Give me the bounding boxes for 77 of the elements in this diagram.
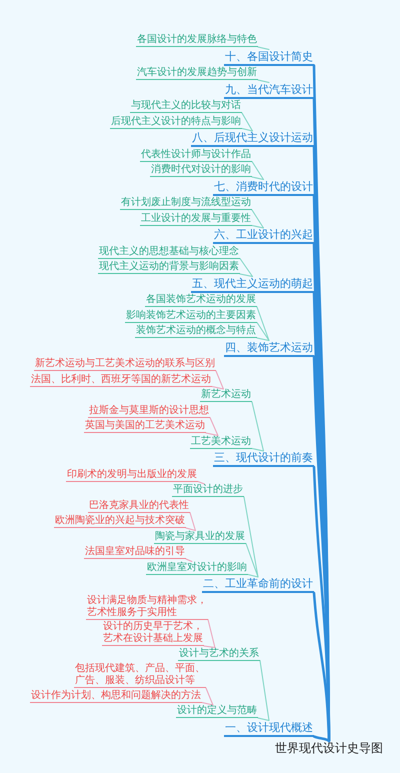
subtopic: 消费时代对设计的影响 — [150, 164, 252, 177]
branch-line — [252, 210, 264, 228]
subtopic: 有计划废止制度与流线型运动 — [120, 197, 252, 210]
branch-line — [252, 176, 264, 180]
detail-topic: 拉斯金与莫里斯的设计思想 — [88, 404, 210, 418]
branch-line — [258, 80, 270, 83]
branch-line — [256, 322, 270, 341]
subtopic: 陶瓷与家具业的发展 — [154, 530, 246, 544]
branch-line — [246, 543, 258, 578]
subtopic: 工艺美术运动 — [190, 436, 252, 448]
detail-topic: 印刷术的发明与出版业的发展 — [66, 468, 198, 482]
main-topic: 九、当代汽车设计 — [224, 82, 314, 98]
subtopic: 后现代主义设计的特点与影响 — [110, 116, 242, 128]
subtopic: 现代主义运动的背景与影响因素 — [98, 261, 240, 274]
branch-line — [198, 481, 205, 484]
branch-line — [312, 592, 330, 742]
branch-line — [252, 448, 264, 452]
detail-topic: 设计的历史早于艺术，艺术在设计基础上发展 — [102, 621, 204, 646]
branch-line — [240, 274, 253, 277]
main-topic: 五、现代主义运动的萌起 — [191, 276, 314, 292]
main-topic: 八、后现代主义设计运动 — [191, 131, 314, 147]
branch-line — [210, 417, 218, 436]
branch-line — [240, 258, 253, 277]
branch-line — [206, 432, 218, 436]
subtopic: 代表性设计师与设计作品 — [140, 148, 252, 162]
subtopic: 影响装饰艺术运动的主要因素 — [125, 310, 257, 322]
detail-topic: 设计作为计划、构思和问题解决的方法 — [30, 690, 202, 702]
main-topic: 二、工业革命前的设计 — [202, 577, 314, 593]
detail-topic: 设计满足物质与精神需求，艺术性服务于实用性 — [86, 594, 208, 620]
branch-line — [212, 386, 224, 390]
detail-topic: 英国与美国的工艺美术运动 — [84, 420, 206, 433]
subtopic: 新艺术运动 — [200, 389, 252, 402]
branch-line — [208, 619, 216, 648]
subtopic: 设计与艺术的关系 — [178, 648, 260, 660]
branch-line — [258, 46, 270, 50]
subtopic: 各国设计的发展脉络与特色 — [136, 34, 258, 47]
detail-topic: 法国皇室对品味的引导 — [84, 546, 186, 559]
branch-line — [248, 574, 258, 578]
branch-line — [312, 735, 330, 742]
main-topic: 十、各国设计简史 — [224, 50, 314, 66]
branch-line — [252, 225, 264, 228]
branch-line — [186, 528, 196, 531]
subtopic: 与现代主义的比较与对话 — [130, 100, 242, 113]
branch-line — [204, 646, 216, 648]
branch-line — [190, 512, 196, 531]
branch-line — [256, 306, 270, 341]
branch-line — [258, 718, 270, 721]
central-topic: 世界现代设计史导图 — [274, 741, 384, 755]
branch-line — [186, 558, 192, 562]
subtopic: 平面设计的进步 — [172, 484, 244, 497]
detail-topic: 法国、比利时、西班牙等国的新艺术运动 — [30, 374, 212, 386]
subtopic: 各国装饰艺术运动的发展 — [145, 294, 257, 307]
branch-line — [242, 112, 253, 132]
subtopic: 现代主义的思想基础与核心理念 — [98, 246, 240, 258]
detail-topic: 欧洲陶瓷业的兴起与技术突破 — [54, 515, 186, 528]
subtopic: 装饰艺术运动的概念与特点 — [135, 325, 257, 338]
main-topic: 三、现代设计的前奏 — [213, 451, 314, 467]
detail-topic: 包括现代建筑、产品、平面、广告、服装、纺织品设计等 — [74, 663, 206, 688]
branch-line — [244, 496, 258, 578]
branch-line — [260, 660, 270, 721]
subtopic: 汽车设计的发展趋势与创新 — [136, 67, 258, 80]
branch-line — [252, 402, 264, 452]
main-topic: 七、消费时代的设计 — [213, 180, 314, 196]
subtopic: 欧洲皇室对设计的影响 — [146, 562, 248, 574]
branch-line — [252, 161, 264, 180]
main-topic: 六、工业设计的兴起 — [213, 228, 314, 244]
subtopic: 设计的定义与范畴 — [176, 705, 258, 718]
detail-topic: 巴洛克家具业的代表性 — [88, 500, 190, 512]
main-topic: 一、设计现代概述 — [224, 720, 314, 736]
subtopic: 工业设计的发展与重要性 — [140, 212, 252, 226]
branch-line — [216, 370, 224, 390]
detail-topic: 新艺术运动与工艺美术运动的联系与区别 — [34, 358, 216, 371]
main-topic: 四、装饰艺术运动 — [224, 340, 314, 356]
branch-line — [202, 702, 214, 706]
branch-line — [256, 338, 270, 341]
branch-line — [206, 688, 214, 706]
branch-line — [242, 128, 253, 132]
